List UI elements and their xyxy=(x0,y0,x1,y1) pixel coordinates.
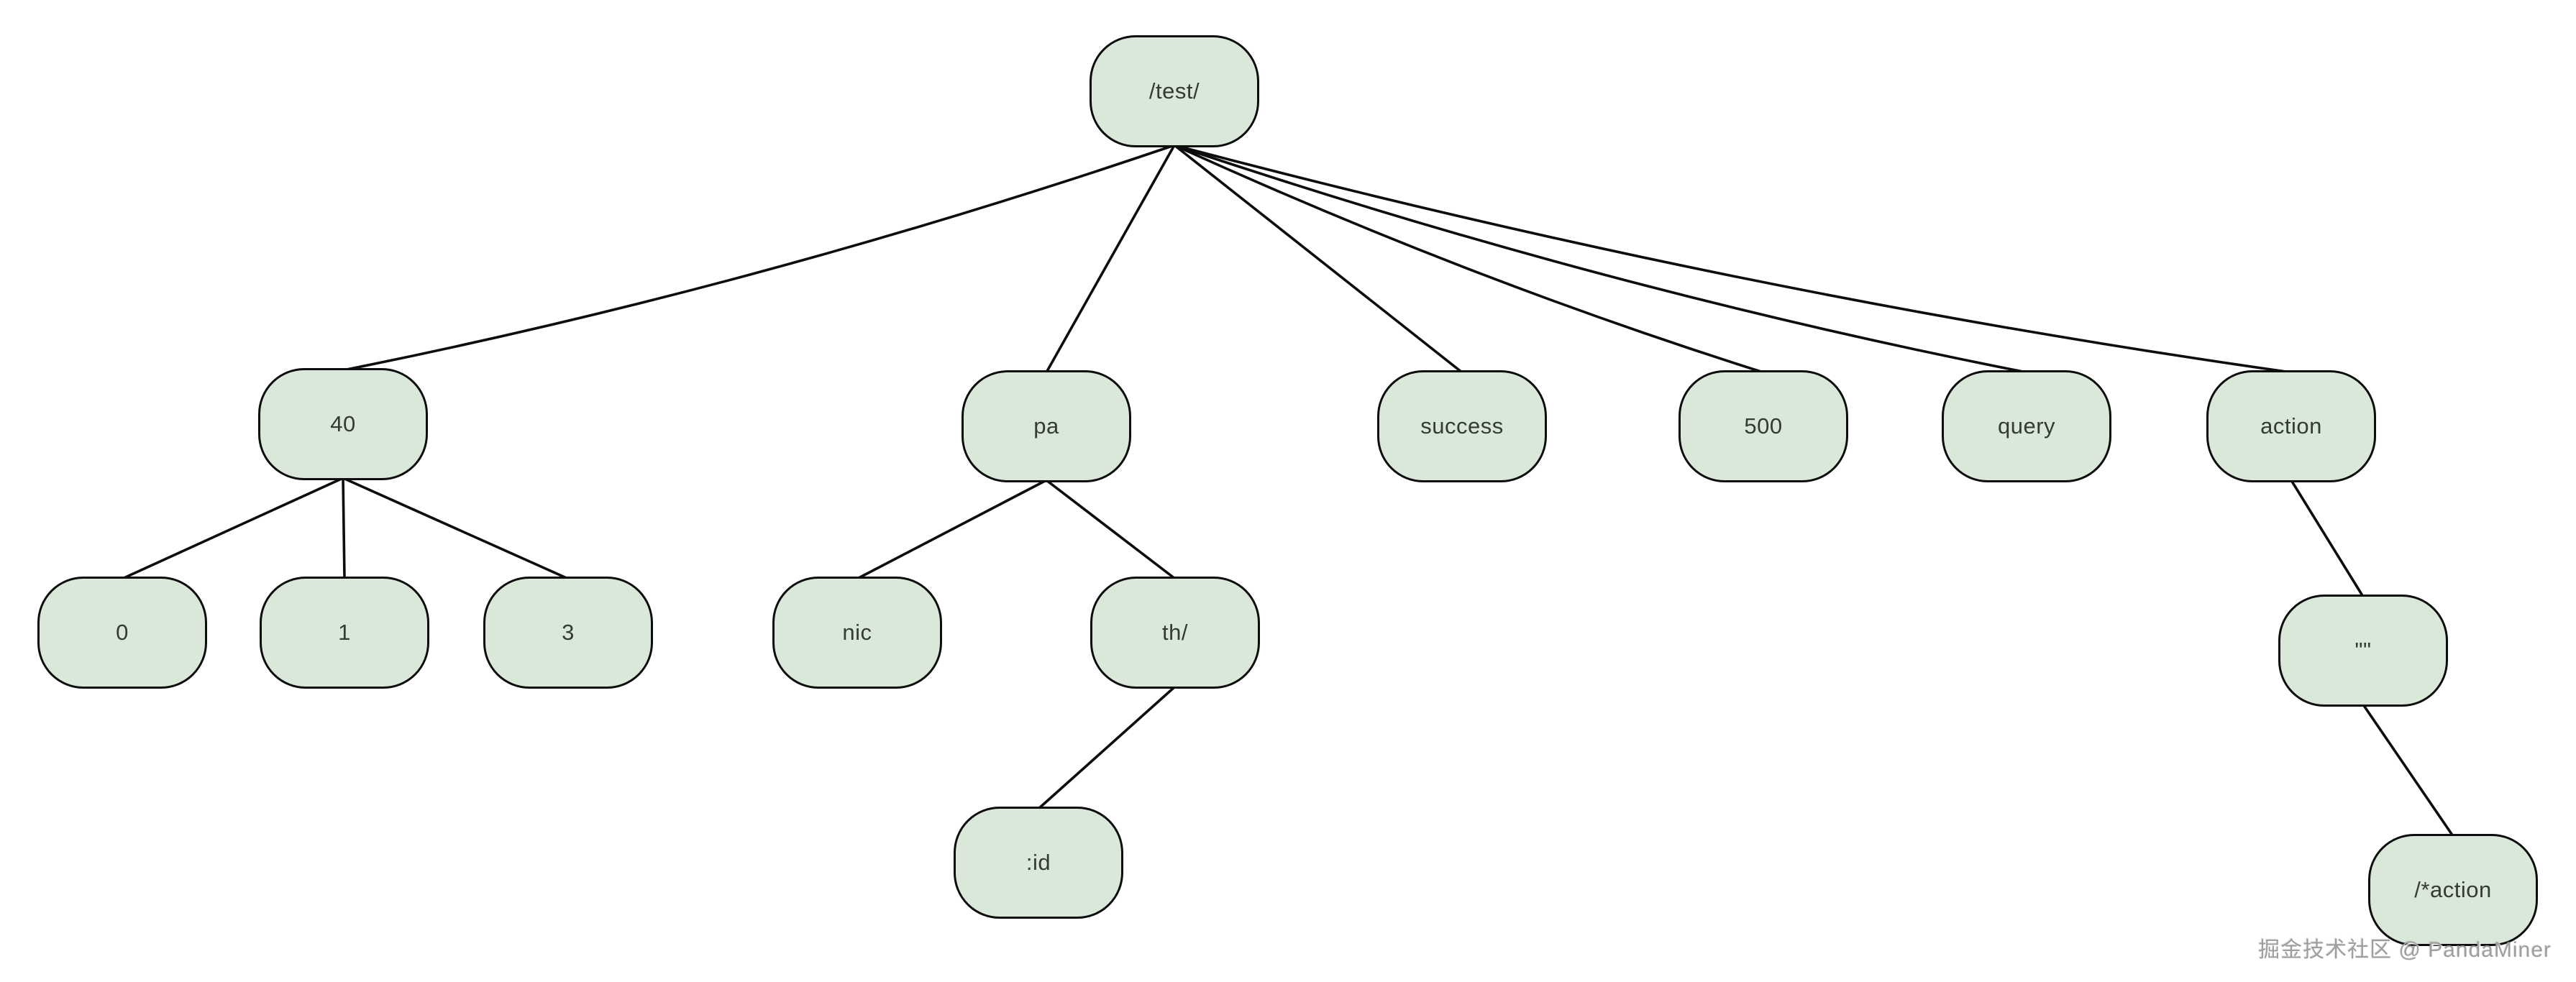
tree-edge-pa-nic xyxy=(856,479,1048,580)
tree-edge-th-id xyxy=(1037,685,1177,810)
tree-node-empty: "" xyxy=(2278,595,2448,707)
tree-node-label: nic xyxy=(842,620,872,645)
tree-node-label: query xyxy=(1997,413,2056,439)
tree-edge-root-query xyxy=(1173,144,2028,374)
tree-node-label: 1 xyxy=(338,620,351,645)
tree-node-label: 500 xyxy=(1744,413,1783,439)
tree-edge-root-n500 xyxy=(1173,144,1765,374)
tree-edge-root-pa xyxy=(1045,144,1176,374)
tree-node-label: 3 xyxy=(562,620,575,645)
tree-node-nic: nic xyxy=(772,577,942,689)
tree-node-label: action xyxy=(2260,413,2322,439)
tree-edge-n40-n3 xyxy=(342,477,570,580)
tree-node-success: success xyxy=(1377,370,1547,482)
tree-edge-root-action xyxy=(1173,144,2293,374)
tree-node-wildcard: /*action xyxy=(2368,834,2538,946)
tree-node-label: 0 xyxy=(116,620,129,645)
watermark: 掘金技术社区 @ PandaMiner xyxy=(2258,938,2552,962)
tree-edge-action-empty xyxy=(2290,479,2365,598)
tree-node-n500: 500 xyxy=(1678,370,1848,482)
tree-node-n1: 1 xyxy=(260,577,429,689)
tree-edge-root-n40 xyxy=(342,144,1176,372)
tree-node-n3: 3 xyxy=(483,577,653,689)
tree-node-label: success xyxy=(1420,413,1504,439)
tree-node-label: pa xyxy=(1033,413,1059,439)
tree-node-query: query xyxy=(1942,370,2111,482)
tree-node-pa: pa xyxy=(962,370,1131,482)
tree-node-action: action xyxy=(2206,370,2376,482)
tree-node-root: /test/ xyxy=(1090,35,1259,147)
tree-node-label: /*action xyxy=(2414,877,2492,902)
tree-node-label: :id xyxy=(1026,850,1051,875)
tree-node-label: 40 xyxy=(330,411,356,436)
tree-node-id: :id xyxy=(954,807,1123,919)
tree-node-th: th/ xyxy=(1090,577,1260,689)
tree-node-label: "" xyxy=(2355,638,2372,663)
tree-edge-n40-n1 xyxy=(342,477,346,580)
tree-edge-empty-wildcard xyxy=(2362,703,2454,838)
tree-edge-n40-n0 xyxy=(121,477,344,580)
tree-node-n0: 0 xyxy=(37,577,207,689)
tree-node-label: /test/ xyxy=(1148,78,1200,104)
tree-edge-pa-th xyxy=(1045,479,1177,580)
tree-edge-root-success xyxy=(1173,144,1463,374)
tree-node-n40: 40 xyxy=(258,368,428,480)
tree-node-label: th/ xyxy=(1162,620,1188,645)
